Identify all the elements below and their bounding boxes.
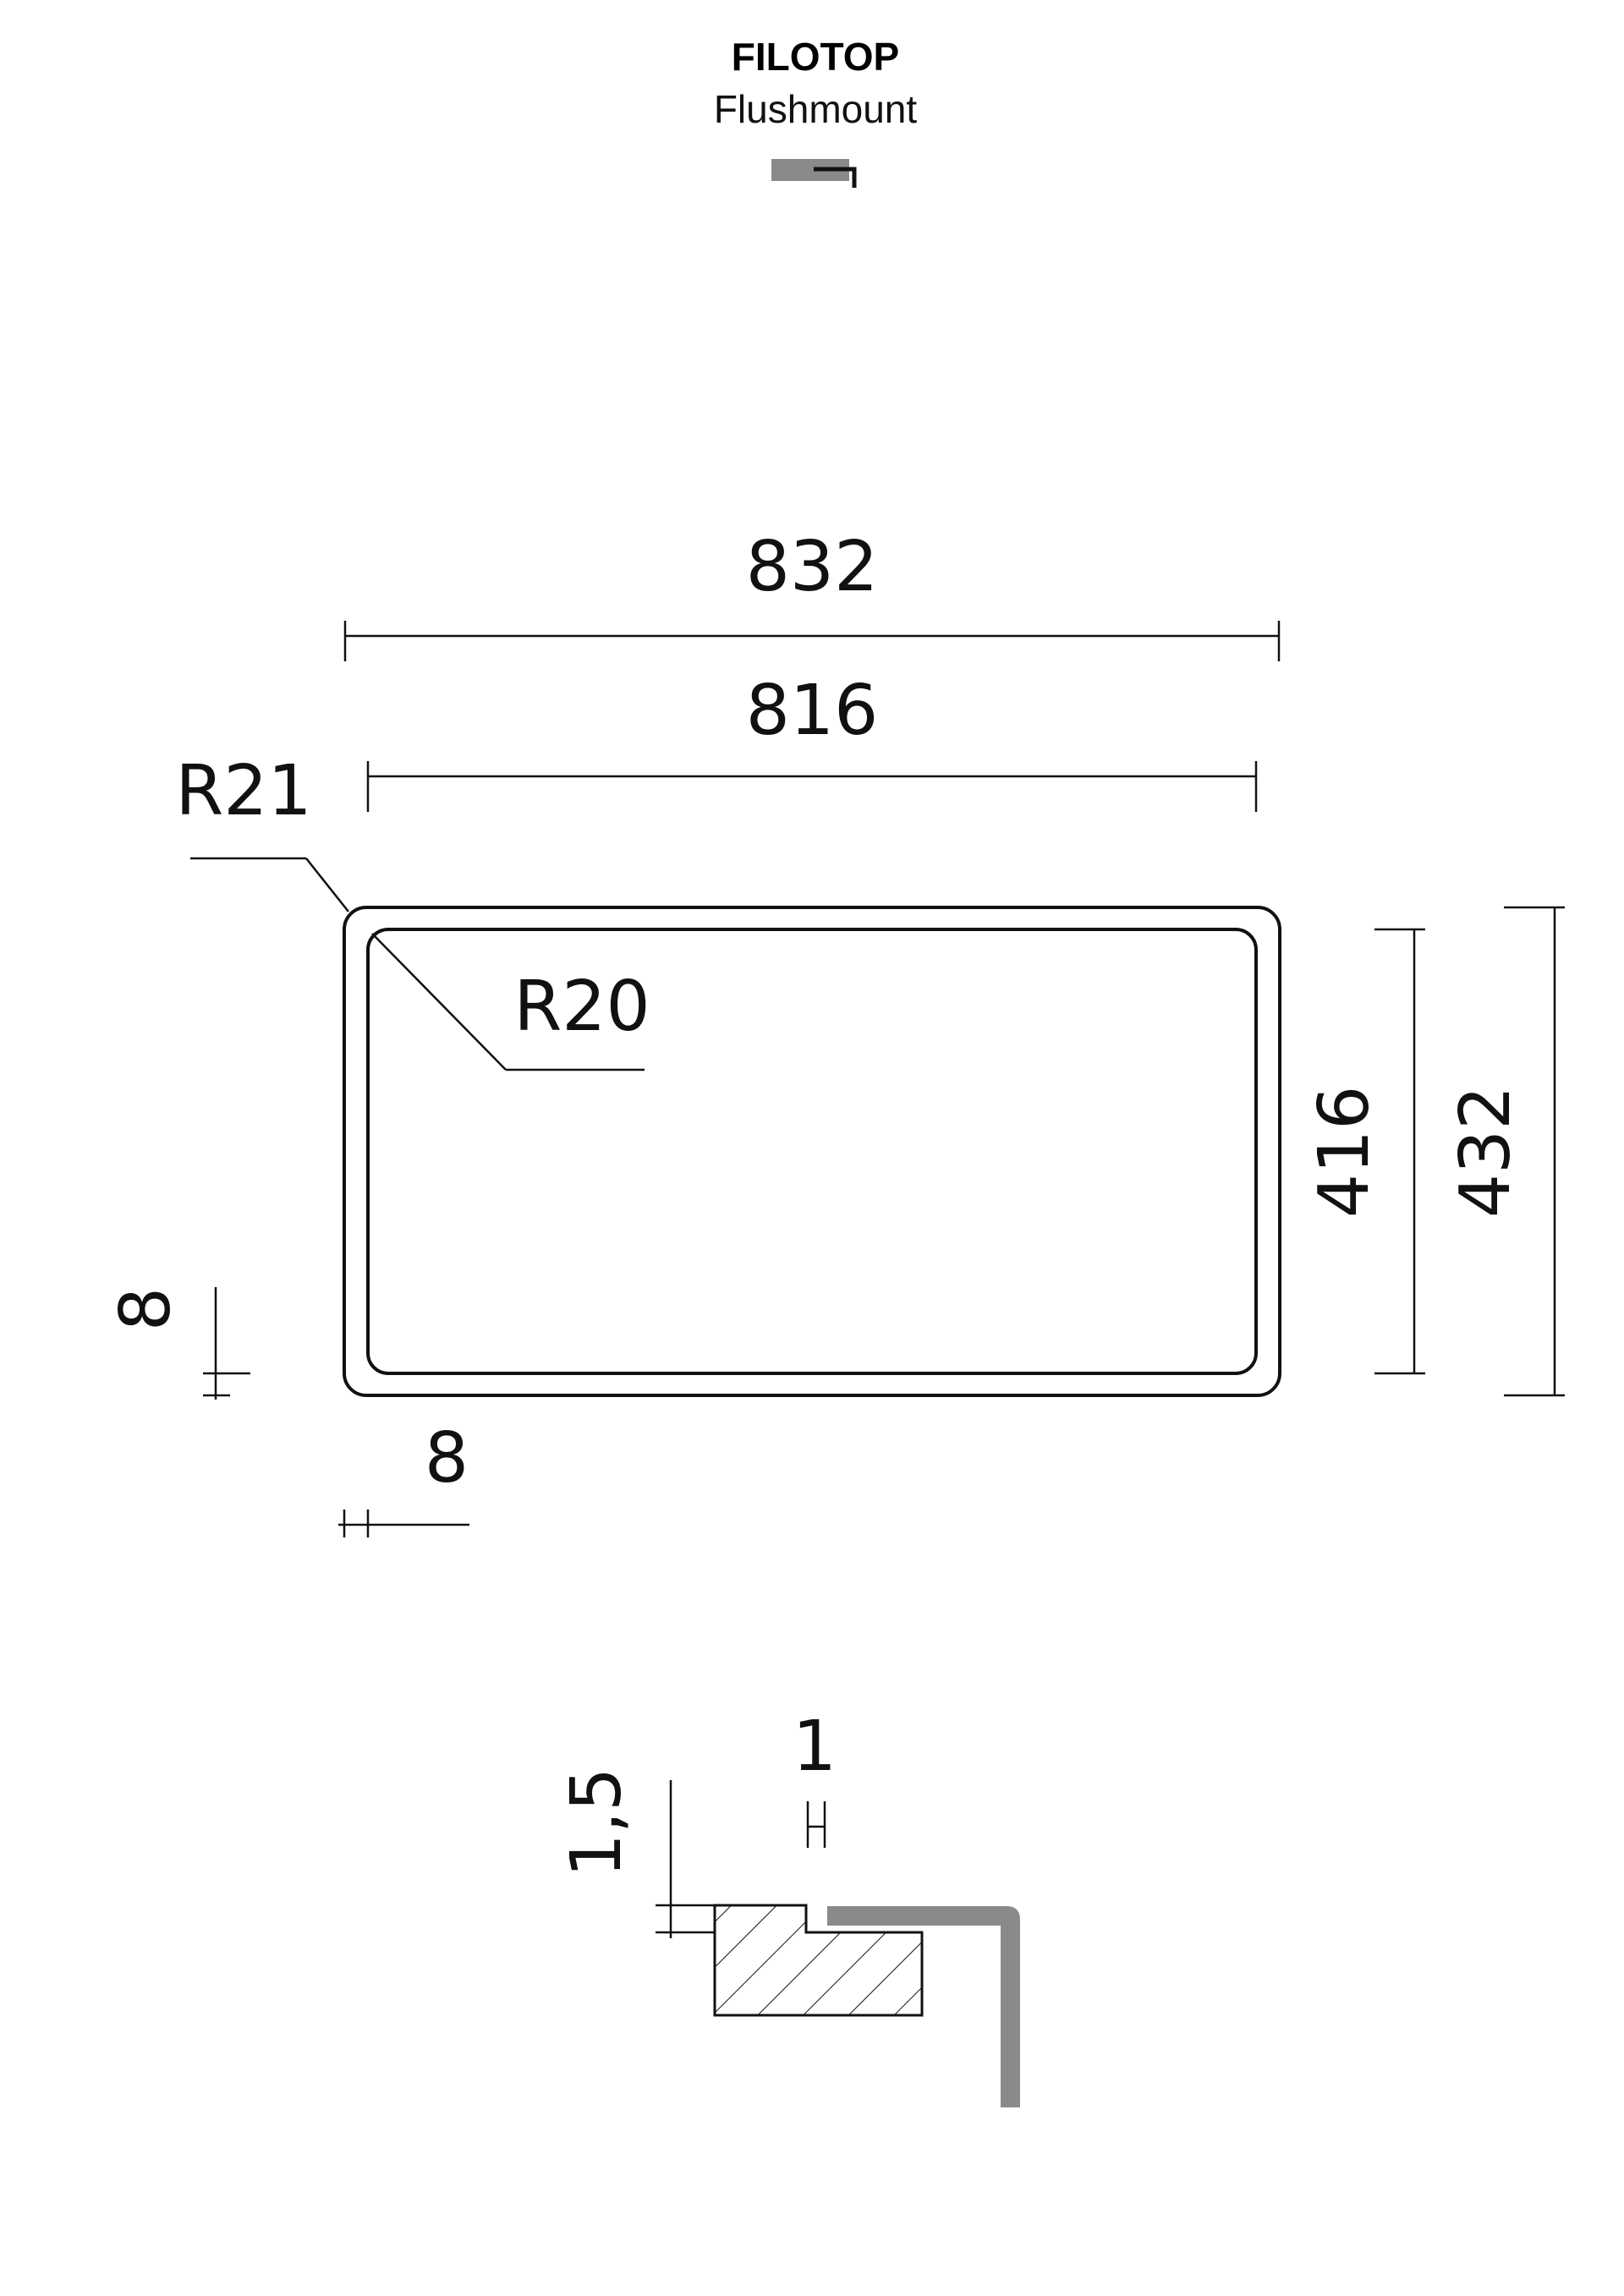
flushmount-icon <box>771 159 857 188</box>
outer-height-label: 432 <box>1446 1086 1526 1219</box>
border-vertical-label: 8 <box>106 1287 186 1331</box>
dimension-inner-height: 416 <box>1304 928 1425 1375</box>
product-subtitle: Flushmount <box>714 87 918 131</box>
step-width-label: 1 <box>793 1707 837 1787</box>
dimension-inner-width: 816 <box>366 671 1258 812</box>
product-title: FILOTOP <box>732 35 900 79</box>
inner-sink-outline <box>366 928 1258 1375</box>
outer-radius-label: R21 <box>175 751 311 831</box>
inner-width-label: 816 <box>746 671 879 751</box>
step-height-label: 1,5 <box>557 1767 637 1877</box>
sink-flange-section <box>827 1906 1020 2107</box>
outer-sink-outline <box>343 906 1281 1397</box>
dimension-outer-height: 432 <box>1446 906 1565 1397</box>
dimension-outer-width: 832 <box>343 527 1281 661</box>
countertop-section <box>713 1904 924 2017</box>
inner-radius-label: R20 <box>513 967 650 1047</box>
callout-inner-radius: R20 <box>371 933 650 1071</box>
border-horizontal-label: 8 <box>425 1418 469 1499</box>
dimension-border-horizontal: 8 <box>338 1418 469 1537</box>
callout-outer-radius: R21 <box>175 751 349 912</box>
section-detail: 1 1,5 <box>557 1707 1020 2107</box>
dimension-border-vertical: 8 <box>106 1287 250 1400</box>
outer-width-label: 832 <box>746 527 879 607</box>
inner-height-label: 416 <box>1304 1086 1385 1219</box>
